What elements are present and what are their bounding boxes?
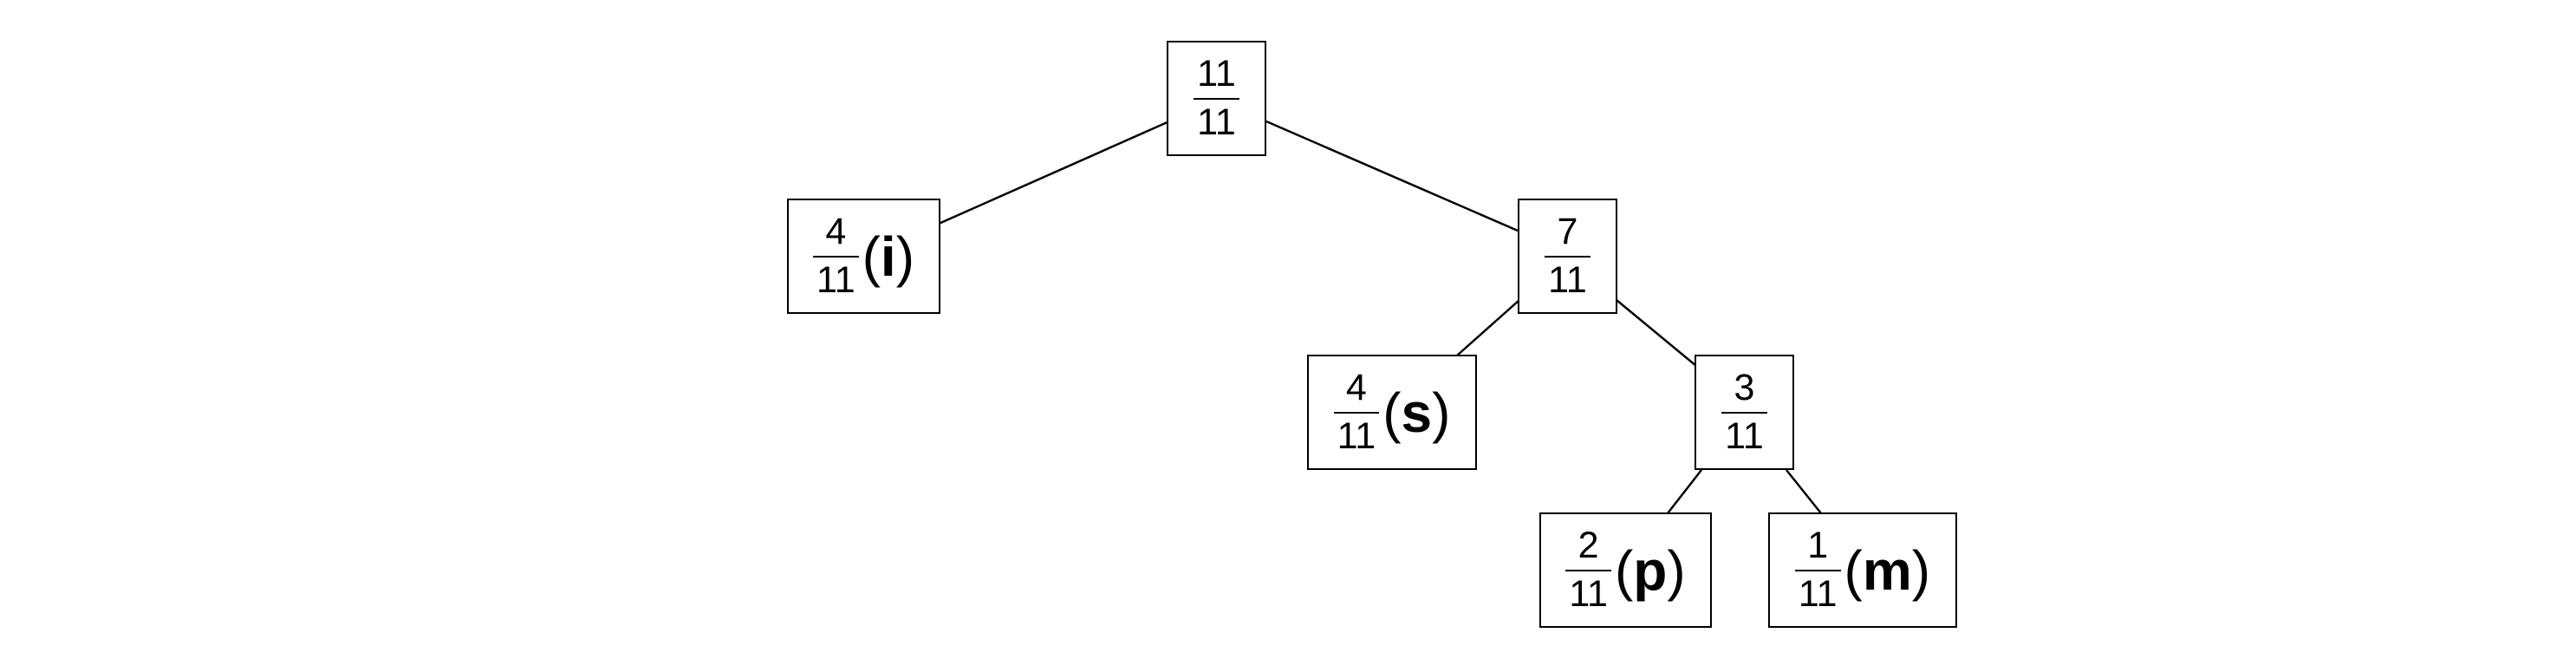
fraction-bar [1721, 412, 1767, 414]
node-root: 11 11 [1167, 41, 1266, 156]
denominator: 11 [1197, 101, 1236, 143]
symbol-letter: m [1862, 538, 1912, 602]
symbol-letter: i [880, 225, 896, 288]
fraction-leaf-m: 1 11 [1794, 525, 1841, 615]
denominator: 11 [1725, 415, 1764, 457]
denominator: 11 [1798, 573, 1838, 615]
numerator: 4 [1345, 367, 1367, 408]
fraction-internal-3: 3 11 [1721, 369, 1767, 455]
edge-internal-7-to-leaf-s [1456, 299, 1520, 356]
symbol-letter: p [1633, 538, 1668, 602]
symbol-label: (p) [1614, 538, 1686, 602]
numerator: 4 [825, 211, 847, 252]
symbol-letter: s [1401, 381, 1433, 444]
node-leaf-s: 4 11 (s) [1307, 355, 1477, 470]
symbol-label: (s) [1382, 381, 1451, 444]
node-internal-3: 3 11 [1695, 355, 1794, 470]
fraction-bar [1194, 98, 1239, 100]
node-leaf-i: 4 11 (i) [787, 199, 940, 314]
numerator: 3 [1734, 367, 1755, 408]
fraction-bar [812, 256, 859, 258]
numerator: 7 [1557, 211, 1578, 252]
numerator: 11 [1197, 53, 1236, 95]
fraction-leaf-p: 2 11 [1565, 527, 1611, 613]
denominator: 11 [1569, 573, 1608, 615]
node-leaf-p: 2 11 (p) [1539, 512, 1712, 628]
edge-internal-3-to-leaf-m [1786, 469, 1822, 514]
denominator: 11 [1548, 259, 1587, 301]
edge-root-to-internal-7 [1265, 120, 1519, 232]
denominator: 11 [816, 259, 855, 301]
edge-root-to-leaf-i [938, 120, 1170, 225]
node-leaf-m: 1 11 (m) [1768, 512, 1957, 628]
edge-internal-3-to-leaf-p [1667, 469, 1702, 514]
numerator: 2 [1577, 525, 1599, 566]
edge-internal-7-to-internal-3 [1616, 299, 1697, 367]
fraction-internal-7: 7 11 [1545, 213, 1590, 299]
fraction-bar [1545, 256, 1590, 258]
fraction-bar [1333, 412, 1380, 414]
numerator: 1 [1807, 525, 1829, 566]
fraction-bar [1794, 570, 1841, 571]
fraction-leaf-s: 4 11 [1333, 367, 1380, 457]
fraction-leaf-i: 4 11 [812, 211, 859, 301]
symbol-label: (m) [1844, 538, 1931, 602]
symbol-label: (i) [862, 225, 915, 288]
fraction-root: 11 11 [1194, 55, 1239, 141]
fraction-bar [1565, 570, 1611, 571]
denominator: 11 [1337, 415, 1376, 457]
node-internal-7: 7 11 [1518, 199, 1617, 314]
